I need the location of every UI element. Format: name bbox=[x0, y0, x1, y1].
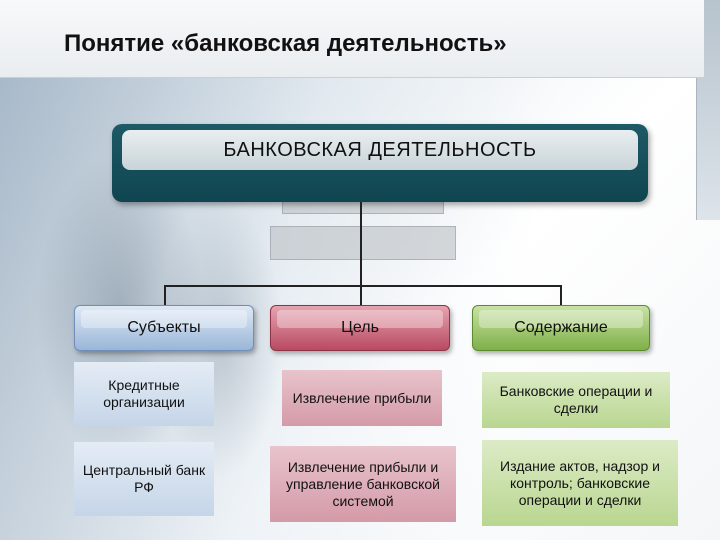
column-header-label: Субъекты bbox=[127, 319, 201, 336]
root-node-label: БАНКОВСКАЯ ДЕЯТЕЛЬНОСТЬ bbox=[223, 138, 537, 161]
ghost-box-2 bbox=[270, 226, 456, 260]
connector-left bbox=[164, 285, 166, 305]
connector-right bbox=[560, 285, 562, 305]
root-node: БАНКОВСКАЯ ДЕЯТЕЛЬНОСТЬ bbox=[112, 124, 648, 202]
header-gloss bbox=[277, 310, 443, 328]
cell-goal-1: Извлечение прибыли bbox=[282, 370, 442, 426]
connector-trunk bbox=[360, 202, 362, 286]
header-gloss bbox=[479, 310, 643, 328]
root-node-label-panel: БАНКОВСКАЯ ДЕЯТЕЛЬНОСТЬ bbox=[122, 130, 638, 170]
page-title: Понятие «банковская деятельность» bbox=[64, 30, 507, 57]
cell-goal-2: Извлечение прибыли и управление банковск… bbox=[270, 446, 456, 522]
cell-subjects-2: Центральный банк РФ bbox=[74, 442, 214, 516]
cell-content-1: Банковские операции и сделки bbox=[482, 372, 670, 428]
cell-content-2: Издание актов, надзор и контроль; банков… bbox=[482, 440, 678, 526]
connector-middle bbox=[360, 285, 362, 305]
column-header-content: Содержание bbox=[472, 305, 650, 351]
column-header-label: Цель bbox=[341, 319, 379, 336]
connector-bar bbox=[164, 285, 562, 287]
column-header-label: Содержание bbox=[514, 319, 608, 336]
header-gloss bbox=[81, 310, 247, 328]
title-bar: Понятие «банковская деятельность» bbox=[0, 0, 704, 78]
cell-subjects-1: Кредитные организации bbox=[74, 362, 214, 426]
column-header-subjects: Субъекты bbox=[74, 305, 254, 351]
column-header-goal: Цель bbox=[270, 305, 450, 351]
